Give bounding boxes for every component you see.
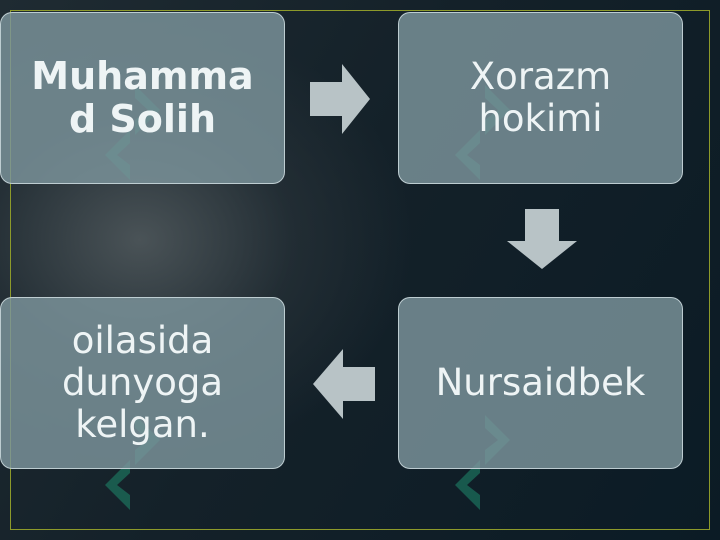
- flow-box-4: oilasida dunyoga kelgan.: [0, 297, 285, 469]
- arrow-left-icon: [313, 349, 375, 419]
- flow-box-1: Muhammad Solih: [0, 12, 285, 184]
- arrow-right-icon: [310, 64, 370, 134]
- flow-box-2-label: Xorazm hokimi: [469, 55, 612, 140]
- flow-box-1-label: Muhammad Solih: [31, 54, 254, 141]
- flow-box-3: Nursaidbek: [398, 297, 683, 469]
- slide-frame: [10, 10, 710, 530]
- flow-box-2: Xorazm hokimi: [398, 12, 683, 184]
- flow-box-3-label: Nursaidbek: [435, 361, 646, 405]
- flow-box-4-label: oilasida dunyoga kelgan.: [61, 319, 224, 446]
- arrow-down-icon: [507, 209, 577, 269]
